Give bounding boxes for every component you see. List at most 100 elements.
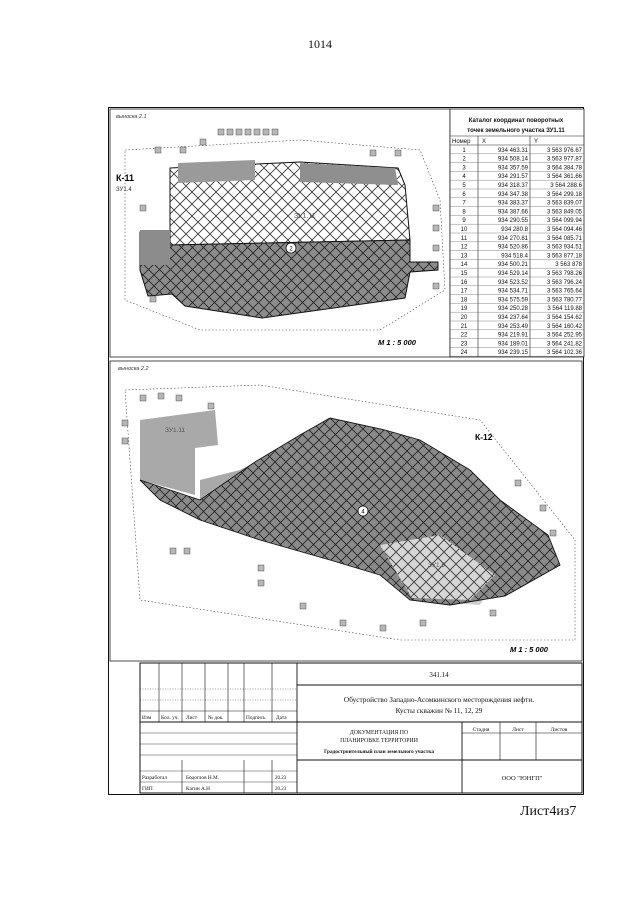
- catalog-cell-y: 3 563 798.26: [547, 271, 583, 277]
- view2-plot-label-b: ЗУ1.5: [428, 562, 445, 569]
- catalog-cell-x: 934 463.31: [498, 148, 529, 154]
- catalog-cell-number: 3: [462, 165, 466, 171]
- view2-panel: выноска 2.2 4 К-12 ЗУ1.11 ЗУ1.5 М 1 : 5 …: [109, 360, 583, 662]
- catalog-cell-y: 3 564 102.36: [547, 350, 583, 356]
- stamp-col-date: Дата: [276, 715, 287, 721]
- catalog-cell-number: 4: [462, 174, 466, 180]
- catalog-cell-x: 934 520.86: [498, 245, 529, 251]
- catalog-cell-number: 7: [462, 201, 466, 207]
- stamp-name-developer: Бодоглов Н.М.: [186, 775, 219, 781]
- catalog-cell-x: 934 290.55: [498, 218, 529, 224]
- stamp-company: ООО "ЮНГП": [502, 775, 543, 782]
- catalog-cell-number: 21: [461, 324, 468, 330]
- view1-left-block: [140, 230, 170, 265]
- stamp-col-kol: Кол. уч.: [161, 715, 179, 721]
- catalog-cell-y: 3 564 288.6: [550, 183, 582, 189]
- view2-point-markers: [121, 392, 557, 632]
- view1-panel: выноска 2.1 2 К-11 ЗУ1.4 ЗУ1.11 М 1 : 5: [109, 108, 451, 358]
- stamp-doc-line2: ПЛАНИРОВКЕ ТЕРРИТОРИИ: [340, 738, 419, 744]
- catalog-cell-number: 13: [461, 253, 468, 259]
- catalog-cell-x: 934 280.8: [501, 227, 528, 233]
- catalog-cell-y: 3 564 094.46: [547, 227, 583, 233]
- catalog-cell-number: 9: [462, 218, 466, 224]
- view2-block-label: К-12: [475, 432, 493, 442]
- catalog-cell-y: 3 564 384.78: [547, 165, 583, 171]
- catalog-cell-number: 16: [461, 280, 468, 286]
- view1-label: выноска 2.1: [116, 114, 147, 120]
- catalog-cell-x: 934 291.57: [498, 174, 529, 180]
- catalog-cell-y: 3 564 160.42: [547, 324, 583, 330]
- drawing-frame: [108, 107, 584, 795]
- catalog-cell-x: 934 239.15: [498, 350, 529, 356]
- catalog-cell-number: 5: [462, 183, 466, 189]
- catalog-cell-x: 934 318.37: [498, 183, 529, 189]
- catalog-cell-number: 12: [461, 245, 468, 251]
- catalog-cell-x: 934 250.28: [498, 306, 529, 312]
- catalog-cell-y: 3 563 796.24: [547, 280, 583, 286]
- catalog-cell-number: 10: [461, 227, 468, 233]
- coordinate-catalog: Каталог координат поворотных точек земел…: [449, 108, 585, 358]
- catalog-cell-number: 15: [461, 271, 468, 277]
- view1-top-strip: [178, 160, 255, 183]
- catalog-cell-x: 934 347.38: [498, 192, 529, 198]
- catalog-cell-y: 3 564 299.18: [547, 192, 583, 198]
- catalog-cell-x: 934 508.14: [498, 157, 529, 163]
- catalog-cell-number: 23: [461, 341, 468, 347]
- stamp-col-sign: Подпись: [246, 715, 266, 721]
- catalog-cell-number: 22: [461, 333, 468, 339]
- stamp-sheet-title: Градостроительный план земельного участк…: [324, 748, 434, 755]
- view2-circle-marker: [357, 505, 369, 517]
- catalog-cell-x: 934 534.71: [498, 289, 529, 295]
- catalog-cell-y: 3 563 780.77: [547, 297, 583, 303]
- catalog-cell-x: 934 270.81: [498, 236, 529, 242]
- catalog-header-y: Y: [534, 139, 538, 145]
- catalog-cell-y: 3 564 099.94: [547, 218, 583, 224]
- catalog-header-number: Номер: [452, 139, 471, 145]
- catalog-cell-x: 934 523.52: [498, 280, 529, 286]
- catalog-cell-x: 934 387.66: [498, 209, 529, 215]
- catalog-cell-y: 3 564 119.88: [547, 306, 582, 312]
- catalog-cell-y: 3 564 241.82: [547, 341, 583, 347]
- page-number: 1014: [308, 37, 332, 51]
- stamp-date-gip: 20.23: [275, 787, 287, 792]
- catalog-cell-number: 24: [461, 350, 468, 356]
- view2-inner-hatch: [380, 535, 495, 600]
- catalog-cell-y: 3 563 934.51: [547, 245, 583, 251]
- view2-label: выноска 2.2: [118, 366, 149, 372]
- catalog-cell-y: 3 564 361.66: [547, 174, 583, 180]
- catalog-cell-number: 20: [461, 315, 468, 321]
- stamp-stage-header: Стадия: [473, 727, 490, 733]
- stamp-sheet-header: Лист: [512, 727, 524, 733]
- catalog-cell-x: 934 383.37: [498, 201, 529, 207]
- view2-scale: М 1 : 5 000: [510, 645, 549, 654]
- catalog-cell-x: 934 575.59: [498, 297, 529, 303]
- view2-left-zone: [140, 410, 218, 495]
- stamp-date-developer: 20.23: [275, 776, 287, 781]
- view1-circle-marker: [285, 242, 297, 254]
- stamp-sheets-header: Листов: [551, 727, 568, 733]
- catalog-cell-number: 2: [462, 157, 466, 163]
- catalog-cell-number: 19: [461, 306, 468, 312]
- stamp-col-izm: Изм: [142, 715, 152, 721]
- view2-plot-label-a: ЗУ1.11: [165, 427, 186, 434]
- catalog-cell-y: 3 564 154.62: [547, 315, 583, 321]
- catalog-cell-number: 14: [461, 262, 468, 268]
- view1-circle-number: 2: [289, 247, 293, 253]
- view1-scale: М 1 : 5 000: [378, 338, 417, 347]
- stamp-project-line1: Обустройство Западно-Асомкинского местор…: [344, 695, 534, 704]
- catalog-cell-x: 934 253.49: [498, 324, 529, 330]
- catalog-cell-number: 1: [462, 148, 466, 154]
- title-block: Изм Кол. уч. Лист № док. Подпись Дата 34…: [139, 662, 583, 794]
- view1-dotted-boundary: [124, 139, 446, 331]
- stamp-code: 341.14: [429, 671, 449, 679]
- catalog-title-line2: точек земельного участка ЗУ1.11: [467, 128, 565, 134]
- catalog-cell-x: 934 529.14: [498, 271, 529, 277]
- catalog-title-line1: Каталог координат поворотных: [469, 118, 564, 124]
- view1-plot-label: ЗУ1.4: [116, 187, 132, 193]
- catalog-cell-y: 3 563 765.64: [547, 289, 583, 295]
- view1-point-markers: [139, 128, 440, 303]
- footer-sheet-counter: Лист4из7: [520, 804, 577, 819]
- catalog-cell-number: 17: [461, 289, 468, 295]
- stamp-name-gip: Кагин А.Н: [186, 786, 210, 792]
